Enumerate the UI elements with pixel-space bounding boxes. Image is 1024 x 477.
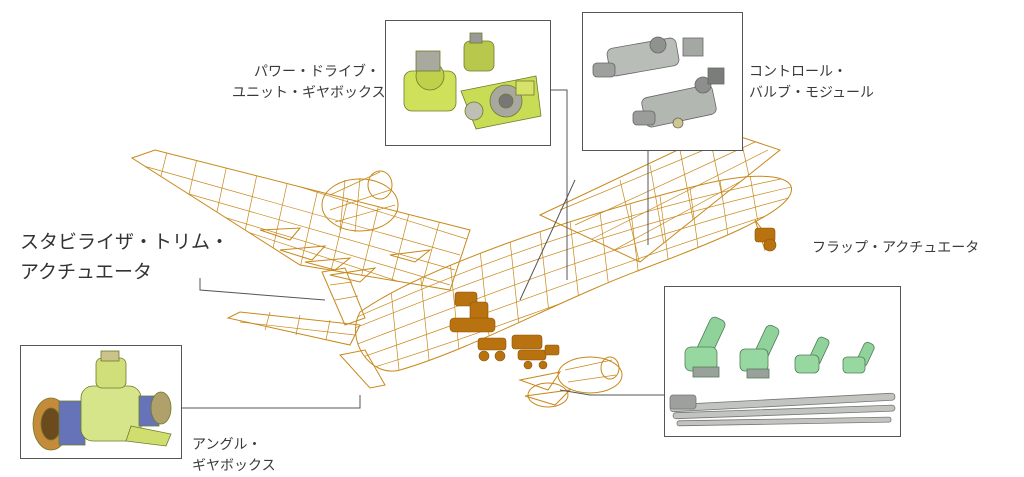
flap-actuator-label-line-1: フラップ・アクチュエータ — [812, 240, 980, 256]
flap-actuator-photo — [664, 286, 901, 437]
right-wing — [538, 129, 782, 263]
control-valve-label-line-2: バルブ・モジュール — [749, 85, 875, 101]
power-drive-unit-photo — [385, 20, 551, 146]
stabilizer-trim-actuator-label: スタビライザ・トリム・ アクチュエータ — [20, 227, 229, 287]
angle-gearbox-photo — [20, 345, 182, 459]
engine-2 — [557, 356, 623, 394]
power-drive-label-line-2: ユニット・ギヤボックス — [232, 85, 386, 101]
fuselage — [355, 175, 792, 372]
control-valve-module-label: コントロール・ バルブ・モジュール — [749, 62, 874, 104]
engine-1 — [321, 178, 399, 232]
control-valve-module-photo — [582, 12, 743, 151]
vertical-tail — [321, 267, 366, 326]
power-drive-unit-label: パワー・ドライブ・ ユニット・ギヤボックス — [232, 62, 386, 104]
power-drive-label-line-1: パワー・ドライブ・ — [254, 64, 380, 80]
internal-actuators — [449, 227, 777, 370]
right-stabilizer — [339, 349, 386, 389]
control-valve-label-line-1: コントロール・ — [749, 64, 847, 80]
left-wing — [130, 149, 471, 291]
angle-gearbox-label-line-1: アングル・ — [192, 437, 262, 453]
angle-gearbox-label: アングル・ ギヤボックス — [192, 435, 276, 477]
flap-actuator-label: フラップ・アクチュエータ — [812, 238, 979, 259]
left-stabilizer — [226, 311, 361, 346]
leader-lines — [182, 89, 666, 409]
angle-gearbox-label-line-2: ギヤボックス — [192, 458, 276, 474]
stabilizer-label-line-2: アクチュエータ — [20, 261, 153, 283]
stabilizer-label-line-1: スタビライザ・トリム・ — [20, 231, 230, 253]
